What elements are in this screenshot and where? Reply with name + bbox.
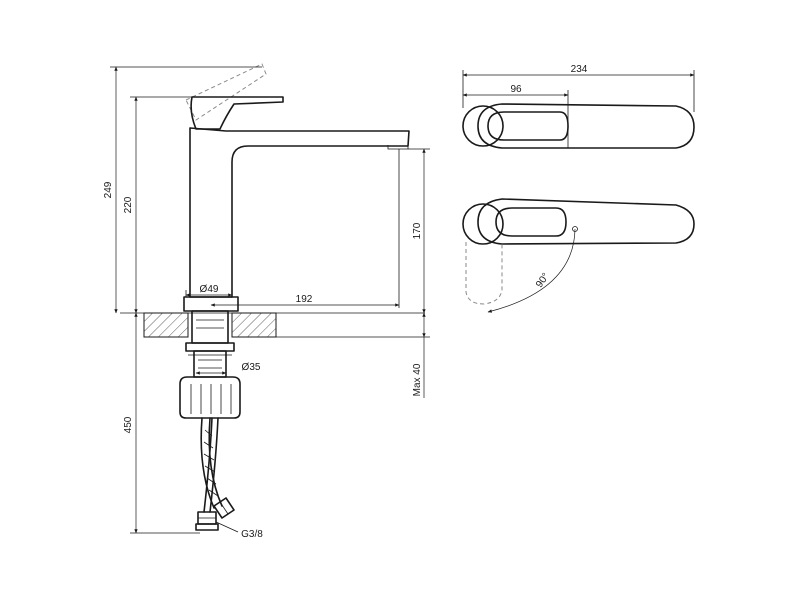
lever-rotated-position — [465, 242, 503, 305]
top-view-dimensions — [462, 70, 695, 112]
lever-open-position — [185, 63, 267, 121]
faucet-side-view — [183, 63, 410, 312]
base-circle-upper — [462, 105, 504, 147]
lever-handle — [190, 96, 284, 130]
label-249: 249 — [103, 181, 114, 198]
washer — [185, 342, 235, 352]
fixing-nut — [179, 376, 241, 419]
mounting-assembly — [179, 310, 241, 419]
base-circle-lower — [462, 203, 504, 245]
label-450: 450 — [123, 416, 134, 433]
label-234: 234 — [571, 64, 588, 75]
label-96: 96 — [510, 84, 522, 95]
label-max40: Max 40 — [412, 363, 423, 396]
countertop-section — [120, 312, 425, 338]
faucet-body — [189, 127, 410, 298]
spout-outlet — [387, 145, 409, 150]
label-angle90: 90° — [534, 271, 552, 290]
label-dia49: Ø49 — [200, 284, 219, 295]
flexible-hoses — [195, 417, 235, 531]
hose-connector-right — [213, 497, 235, 519]
label-220: 220 — [123, 196, 134, 213]
lever-top-upper — [477, 103, 695, 149]
label-192: 192 — [296, 294, 313, 305]
dimension-labels: 249 220 450 170 Max 40 Ø49 192 Ø35 G3/8 … — [103, 64, 588, 540]
label-dia35: Ø35 — [242, 362, 261, 373]
lever-top-lower — [477, 198, 695, 245]
label-170: 170 — [412, 222, 423, 239]
side-view-dimensions — [110, 66, 430, 534]
base-flange — [183, 296, 239, 312]
top-view-lower — [462, 198, 695, 313]
label-g38: G3/8 — [241, 529, 263, 540]
top-view-upper — [462, 103, 695, 149]
threaded-shank — [191, 310, 229, 344]
